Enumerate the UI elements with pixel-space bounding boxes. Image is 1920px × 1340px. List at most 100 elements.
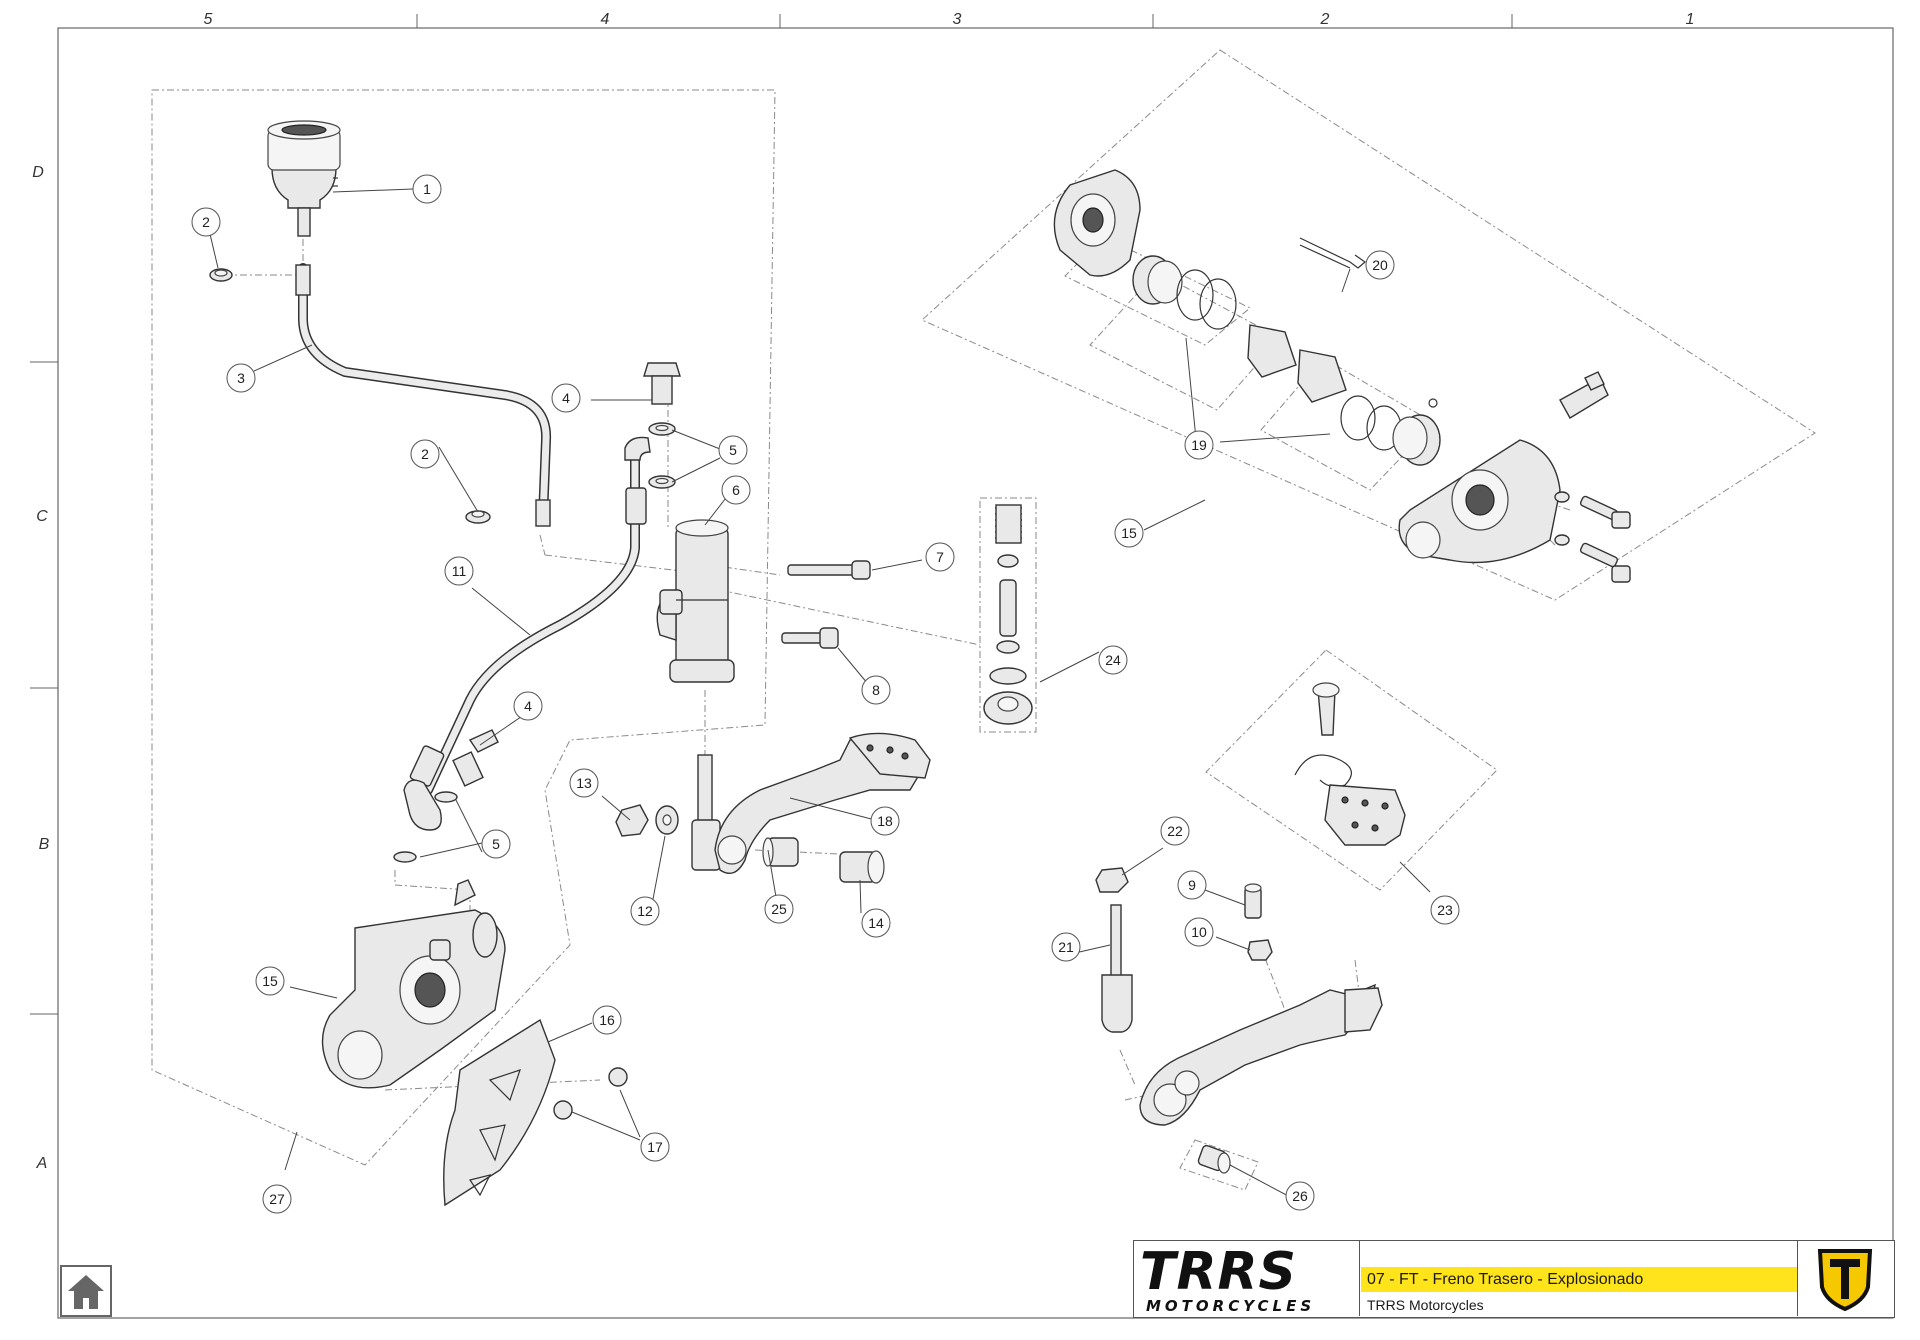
part-pivot-bushings bbox=[615, 804, 885, 884]
callout-16[interactable]: 16 bbox=[592, 1005, 622, 1035]
callout-6[interactable]: 6 bbox=[721, 475, 751, 505]
callout-2-upper[interactable]: 2 bbox=[191, 207, 221, 237]
part-banjo-bolt-lower bbox=[452, 729, 499, 787]
zone-col-1: 1 bbox=[1686, 11, 1695, 28]
part-bushing-26 bbox=[1197, 1144, 1231, 1174]
leader-lines bbox=[209, 188, 1431, 1199]
home-button[interactable] bbox=[60, 1265, 112, 1317]
part-hose-clamp-lower bbox=[465, 510, 491, 524]
callout-5-lower[interactable]: 5 bbox=[481, 829, 511, 859]
svg-text:22: 22 bbox=[1167, 823, 1183, 839]
trrs-shield-emblem-icon bbox=[1817, 1249, 1873, 1312]
part-reservoir bbox=[267, 120, 341, 237]
callout-10[interactable]: 10 bbox=[1184, 917, 1214, 947]
zone-col-2: 2 bbox=[1320, 11, 1330, 28]
svg-text:9: 9 bbox=[1188, 877, 1196, 893]
zone-row-d: D bbox=[32, 164, 44, 181]
drawing-frame bbox=[30, 14, 1894, 1319]
part-brake-pedal-assembled bbox=[1139, 983, 1383, 1126]
zone-col-5: 5 bbox=[204, 11, 213, 28]
zone-row-b: B bbox=[39, 836, 50, 853]
company-name: TRRS Motorcycles bbox=[1367, 1297, 1484, 1313]
svg-text:15: 15 bbox=[1121, 525, 1137, 541]
callout-13[interactable]: 13 bbox=[569, 768, 599, 798]
part-banjo-bolt-upper bbox=[643, 362, 681, 405]
callout-18[interactable]: 18 bbox=[870, 806, 900, 836]
callout-9[interactable]: 9 bbox=[1177, 870, 1207, 900]
part-caliper-pistons-seals bbox=[1132, 255, 1441, 466]
svg-text:10: 10 bbox=[1191, 924, 1207, 940]
svg-text:14: 14 bbox=[868, 915, 884, 931]
svg-text:3: 3 bbox=[237, 370, 245, 386]
svg-text:5: 5 bbox=[492, 836, 500, 852]
svg-text:12: 12 bbox=[637, 903, 653, 919]
callout-4-lower[interactable]: 4 bbox=[513, 691, 543, 721]
callout-8[interactable]: 8 bbox=[861, 675, 891, 705]
emblem-cell bbox=[1797, 1241, 1895, 1316]
svg-text:16: 16 bbox=[599, 1012, 615, 1028]
callout-3[interactable]: 3 bbox=[226, 363, 256, 393]
part-rear-caliper-right bbox=[1053, 169, 1609, 564]
part-washers bbox=[393, 422, 676, 863]
callout-25[interactable]: 25 bbox=[764, 894, 794, 924]
callout-21[interactable]: 21 bbox=[1051, 932, 1081, 962]
part-rear-caliper-left bbox=[321, 879, 506, 1089]
svg-text:18: 18 bbox=[877, 813, 893, 829]
svg-text:11: 11 bbox=[452, 563, 467, 579]
callout-14[interactable]: 14 bbox=[861, 908, 891, 938]
callout-15-lower[interactable]: 15 bbox=[255, 966, 285, 996]
svg-text:17: 17 bbox=[647, 1139, 663, 1155]
callout-4-upper[interactable]: 4 bbox=[551, 383, 581, 413]
callout-17[interactable]: 17 bbox=[640, 1132, 670, 1162]
callout-22[interactable]: 22 bbox=[1160, 816, 1190, 846]
svg-text:25: 25 bbox=[771, 901, 787, 917]
zone-row-c: C bbox=[36, 508, 48, 525]
part-clevis-rod bbox=[1095, 867, 1133, 1033]
brand-logo-subtitle: MOTORCYCLES bbox=[1146, 1297, 1316, 1315]
zone-row-a: A bbox=[36, 1155, 48, 1172]
svg-text:23: 23 bbox=[1437, 902, 1453, 918]
part-footpeg bbox=[1294, 682, 1406, 846]
part-piston-kit bbox=[983, 504, 1033, 725]
part-brake-pads bbox=[1247, 324, 1347, 403]
svg-text:21: 21 bbox=[1058, 939, 1074, 955]
callout-24[interactable]: 24 bbox=[1098, 645, 1128, 675]
part-bolt-7 bbox=[787, 560, 871, 580]
part-caliper-bolts bbox=[1554, 491, 1631, 583]
part-reservoir-hose bbox=[295, 263, 552, 527]
part-hose-clamp-upper bbox=[209, 268, 233, 282]
svg-text:2: 2 bbox=[421, 446, 429, 462]
svg-text:5: 5 bbox=[729, 442, 737, 458]
svg-text:15: 15 bbox=[262, 973, 278, 989]
callout-20[interactable]: 20 bbox=[1365, 250, 1395, 280]
callout-26[interactable]: 26 bbox=[1285, 1181, 1315, 1211]
svg-text:26: 26 bbox=[1292, 1188, 1308, 1204]
callout-23[interactable]: 23 bbox=[1430, 895, 1460, 925]
svg-text:13: 13 bbox=[576, 775, 592, 791]
callout-12[interactable]: 12 bbox=[630, 896, 660, 926]
part-bolt-8 bbox=[781, 627, 839, 649]
svg-text:4: 4 bbox=[562, 390, 570, 406]
svg-text:19: 19 bbox=[1191, 437, 1207, 453]
svg-text:20: 20 bbox=[1372, 257, 1388, 273]
callout-15-upper[interactable]: 15 bbox=[1114, 518, 1144, 548]
svg-text:7: 7 bbox=[936, 549, 944, 565]
part-brake-line bbox=[403, 436, 651, 831]
svg-text:24: 24 bbox=[1105, 652, 1121, 668]
title-block: TRRS MOTORCYCLES 07 - FT - Freno Trasero… bbox=[1133, 1240, 1895, 1318]
callout-27[interactable]: 27 bbox=[262, 1184, 292, 1214]
callout-5-upper[interactable]: 5 bbox=[718, 435, 748, 465]
part-brake-pedal bbox=[691, 732, 931, 874]
callout-11[interactable]: 11 bbox=[444, 556, 474, 586]
home-icon bbox=[68, 1275, 104, 1309]
callout-7[interactable]: 7 bbox=[925, 542, 955, 572]
callout-1[interactable]: 1 bbox=[412, 174, 442, 204]
brand-logo-word: TRRS bbox=[1140, 1242, 1298, 1302]
zone-col-4: 4 bbox=[601, 11, 610, 28]
part-guard-screws bbox=[553, 1067, 628, 1120]
callout-2-lower[interactable]: 2 bbox=[410, 439, 440, 469]
svg-text:27: 27 bbox=[269, 1191, 285, 1207]
callout-19[interactable]: 19 bbox=[1184, 430, 1214, 460]
drawing-title-bar: 07 - FT - Freno Trasero - Explosionado bbox=[1361, 1267, 1797, 1292]
svg-text:2: 2 bbox=[202, 214, 210, 230]
